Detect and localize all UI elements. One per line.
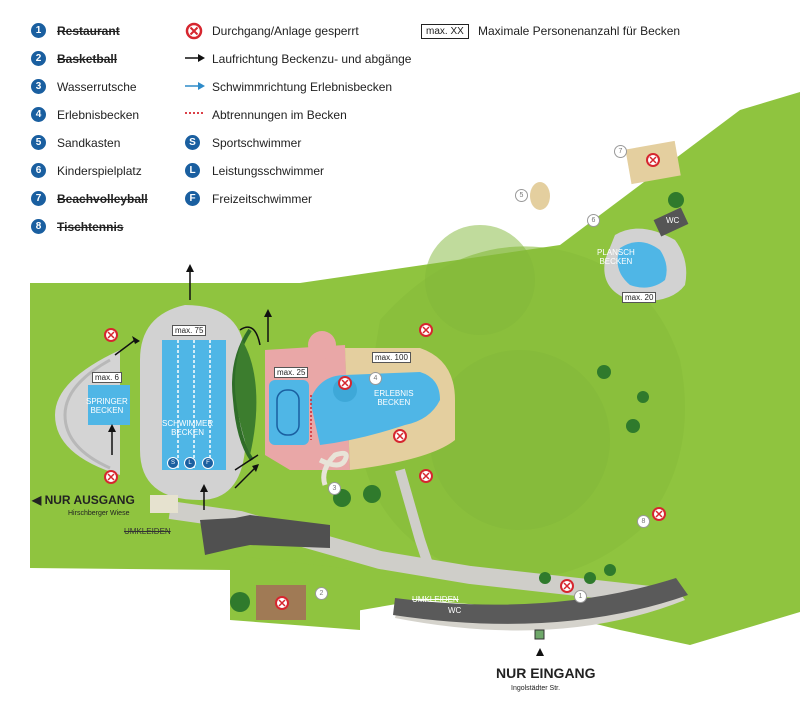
walk-arrows [111,270,269,510]
erlebnis-max-label: max. 100 [372,352,411,363]
legend-label-swim-direction: Schwimmrichtung Erlebnisbecken [212,80,393,94]
legend-label-tischtennis: Tischtennis [57,220,124,234]
entrance-gate [534,629,545,640]
lane-performance: L [184,457,196,469]
wc-building [653,207,689,237]
marker-8: 8 [637,515,650,528]
kiosk [150,495,178,513]
legend-number: 8 [31,219,46,234]
sandbox [530,182,550,210]
springer-rim [63,358,111,470]
legend-label-basketball: Basketball [57,52,118,66]
legend-label-beachvolleyball: Beachvolleyball [57,192,148,206]
springer-max-label: max. 6 [92,372,123,383]
legend-number: 5 [31,135,46,150]
legend-label-sport-swimmer: Sportschwimmer [212,136,302,150]
changing-building [200,515,330,555]
marker-4: 4 [369,372,382,385]
legend-label-sandkasten: Sandkasten [57,136,121,150]
legend-label-wasserrutsche: Wasserrutsche [57,80,137,94]
black-arrow-icon [185,54,205,62]
legend-number: 3 [31,79,46,94]
legend-label-separation: Abtrennungen im Becken [212,108,347,122]
exit-label: ◀ NUR AUSGANG [32,493,135,507]
grass-circle [430,350,610,530]
trees [230,192,684,612]
schwimmer-max-label: max. 75 [172,325,207,336]
legend-number: 2 [31,51,46,66]
legend-label-erlebnisbecken: Erlebnisbecken [57,108,140,122]
plansch-water [617,241,667,288]
path-branch [395,468,435,572]
pink-deck-bump [308,331,336,359]
marker-7: 7 [614,145,627,158]
legend-max-box: max. XX [421,24,469,39]
umkleiden-label-west: UMKLEIDEN [124,527,171,536]
red-dotted-line-icon [185,112,205,114]
closed-x-icon [185,22,203,40]
wc-label-main: WC [448,606,462,615]
exit-sublabel: Hirschberger Wiese [68,510,130,517]
entrance-sublabel: Ingolstädter Str. [511,685,561,692]
legend-number: 4 [31,107,46,122]
marker-3: 3 [328,482,341,495]
umkleiden-label-south: UMKLEIDEN [412,595,459,604]
entrance-label: NUR EINGANG [496,665,596,681]
grass-circle [425,225,535,335]
wc-label-plansch: WC [666,216,680,225]
plansch-max-label: max. 20 [622,292,657,303]
marker-5: 5 [515,189,528,202]
legend-number: 6 [31,163,46,178]
legend-label-restaurant: Restaurant [57,24,120,38]
legend-number: 7 [31,191,46,206]
legend-number: 1 [31,23,46,38]
lane-leisure: F [202,457,214,469]
legend-label-max-persons: Maximale Personenanzahl für Becken [478,24,681,38]
nichtschwimmer-max-label: max. 25 [274,367,309,378]
swim-circuit [276,389,300,436]
legend-label-walk-direction: Laufrichtung Beckenzu- und abgänge [212,52,412,66]
springer-water [88,385,130,425]
marker-6: 6 [587,214,600,227]
lane-sport: S [167,457,179,469]
arrow-heads [108,264,272,492]
closed-markers-x [107,156,663,607]
legend-label-kinderspielplatz: Kinderspielplatz [57,164,142,178]
building-arc [393,578,688,624]
performance-swimmer-icon: L [185,163,200,178]
sport-swimmer-icon: S [185,135,200,150]
leisure-swimmer-icon: F [185,191,200,206]
legend-label-leisure-swimmer: Freizeitschwimmer [212,192,313,206]
slide [318,450,349,486]
legend-label-performance-swimmer: Leistungsschwimmer [212,164,325,178]
blue-arrow-icon [185,82,205,90]
hedge [234,340,257,455]
marker-2: 2 [315,587,328,600]
legend-label-closed: Durchgang/Anlage gesperrt [212,24,359,38]
marker-1: 1 [574,590,587,603]
entrance-arrow [536,648,544,656]
